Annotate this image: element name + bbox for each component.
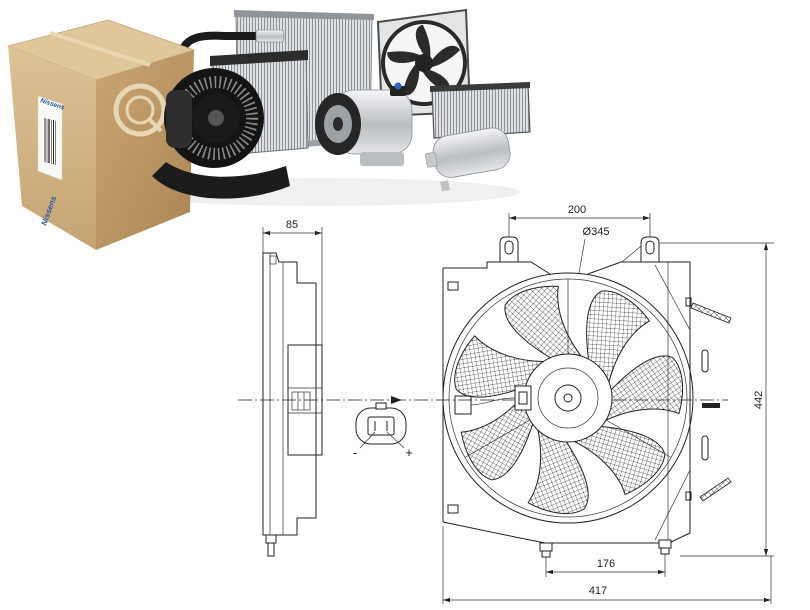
motor-wire <box>470 397 516 406</box>
mount-bolt-upper <box>690 302 732 324</box>
fan-hub-photo <box>415 54 433 72</box>
evaporator-tank <box>210 50 308 66</box>
dimension-label-85: 85 <box>286 219 298 231</box>
fan-ring-outer <box>442 272 694 524</box>
shroud-frame <box>442 261 691 544</box>
blower-housing-photo <box>152 162 290 199</box>
dryer-fitting <box>425 152 438 168</box>
side-mount-tab <box>269 255 277 265</box>
compressor-valve <box>390 86 406 96</box>
ac-compressor-photo <box>315 82 413 166</box>
motor-connector <box>514 385 532 411</box>
connector-minus-label: - <box>353 445 357 460</box>
diameter-leader <box>578 238 586 274</box>
product-photo: Nissens Nissens <box>6 8 531 250</box>
fan-blade <box>454 335 546 398</box>
fan-blade-photo <box>387 51 420 63</box>
heater-tank <box>430 82 530 92</box>
dimension-label-200: 200 <box>568 204 586 216</box>
bottom-tab-right <box>658 539 672 549</box>
dimension-label-417: 417 <box>589 585 607 597</box>
fan-blade <box>504 285 583 360</box>
motor-connector-socket <box>518 391 528 405</box>
fan-shaft-center <box>563 393 573 403</box>
side-view: 85 <box>262 219 323 557</box>
dryer-port <box>440 180 450 192</box>
frame-stiffener <box>654 469 691 541</box>
compressor-bolt <box>333 117 343 131</box>
connector-latch <box>375 402 387 410</box>
motor-strut <box>605 419 672 458</box>
connector-socket <box>367 416 395 436</box>
fan-blade <box>603 355 684 422</box>
blower-shaft-photo <box>208 110 224 126</box>
fan-blade <box>527 427 589 515</box>
side-clip-lower <box>685 491 692 501</box>
side-motor-connector <box>291 391 311 411</box>
mount-slot-right <box>645 240 655 255</box>
barcode <box>44 118 56 165</box>
connector-leader-minus <box>359 431 376 449</box>
blower-motor-photo <box>152 68 290 199</box>
mount-slot-left <box>504 240 514 255</box>
mount-tab-brace <box>621 245 642 263</box>
fan-blade <box>572 425 666 496</box>
fan-blade-photo <box>402 64 420 96</box>
q-logo-tail <box>147 117 163 133</box>
front-view: 200 Ø345 442 176 417 <box>442 204 774 604</box>
side-bottom-connector-plug <box>267 542 275 557</box>
technical-drawing: 85 - + <box>238 204 774 604</box>
connector-symbol: - + <box>353 402 413 460</box>
view-arrow-icon <box>391 396 402 404</box>
fan-hub-inner <box>537 367 599 429</box>
connector-plus-label: + <box>405 445 413 460</box>
fan-blade-photo <box>432 45 460 67</box>
frame-clip <box>447 504 459 514</box>
q-logo-inner <box>125 95 155 125</box>
fan-blade-photo <box>415 24 431 57</box>
condenser-top-rail <box>234 10 374 20</box>
q-logo-ring <box>113 83 167 137</box>
blower-motor-body-photo <box>166 90 192 148</box>
side-slot-upper <box>701 349 709 373</box>
receiver-dryer-photo <box>425 127 511 192</box>
box-tape <box>49 31 151 67</box>
frame-clip <box>447 281 459 291</box>
q-logo-icon <box>113 83 167 137</box>
motor-strut <box>464 419 531 458</box>
compressor-bracket <box>360 152 404 166</box>
side-motor-body <box>287 344 317 456</box>
connector-leader-plus <box>386 431 405 449</box>
side-slot-lower <box>701 435 709 461</box>
side-bar <box>702 403 720 408</box>
bottom-tab-left <box>539 542 553 552</box>
heater-radiator-photo <box>430 82 531 139</box>
blower-vanes-photo <box>174 76 258 160</box>
side-profile-outline <box>262 252 323 536</box>
fan-shaft <box>554 384 582 412</box>
frame-stiffener <box>654 264 691 331</box>
dimension-label-442: 442 <box>753 391 765 409</box>
hose-fitting-photo <box>255 29 285 43</box>
side-clip-upper <box>685 297 692 307</box>
mount-bolt-lower <box>699 477 732 502</box>
fan-blade <box>460 392 534 481</box>
dimension-label-diameter: Ø345 <box>583 226 610 238</box>
fan-blade <box>586 290 651 385</box>
box-label-sticker <box>37 95 63 181</box>
dimension-label-176: 176 <box>597 558 615 570</box>
compressor-cap <box>394 82 402 90</box>
